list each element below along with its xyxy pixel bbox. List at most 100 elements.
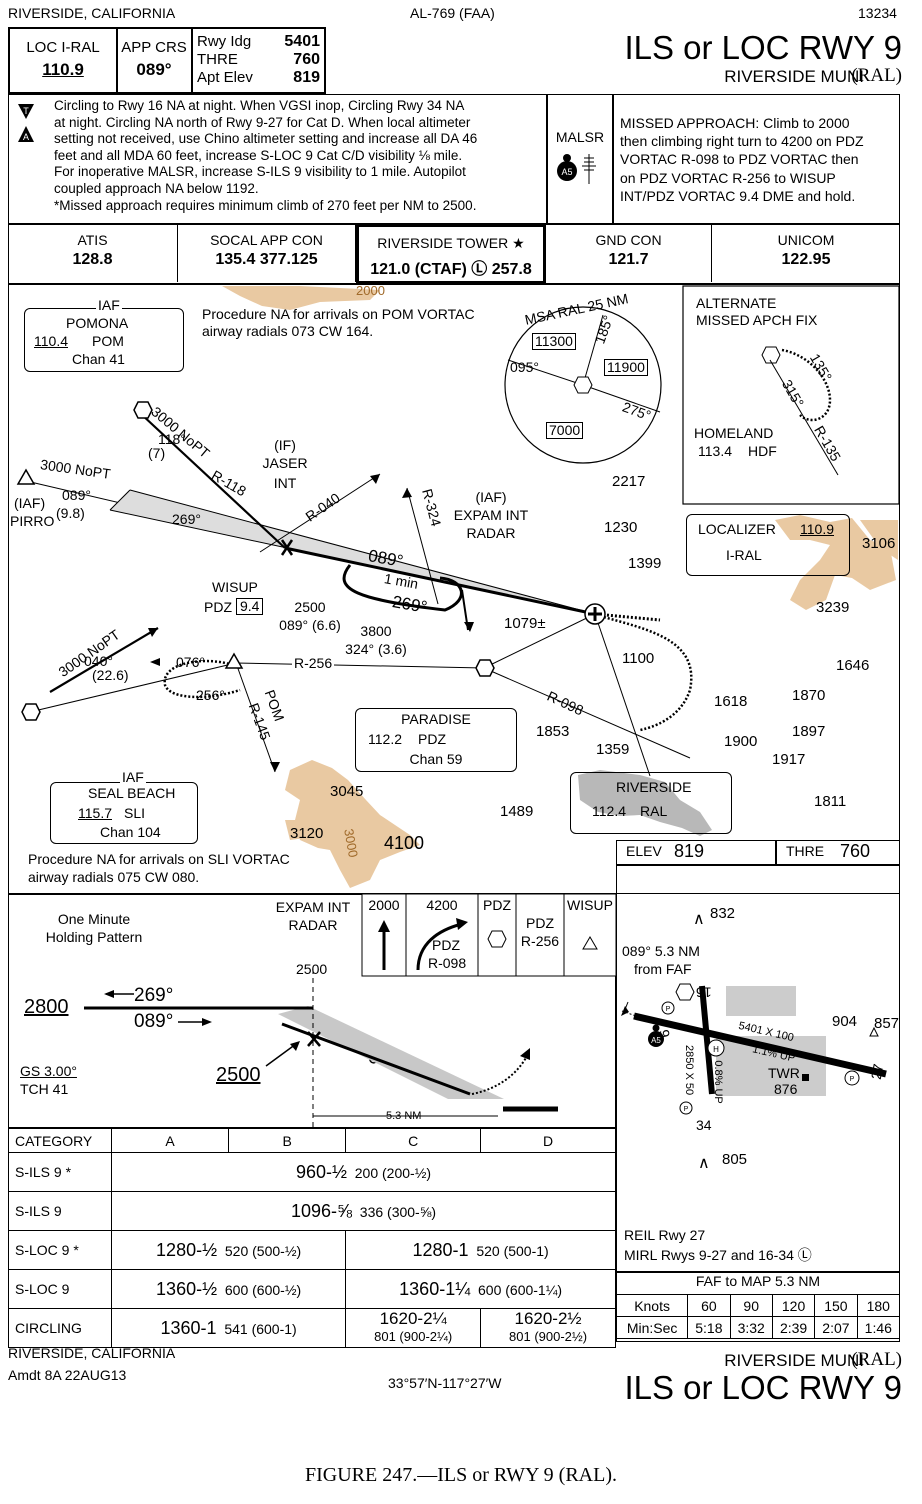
elev-1230: 1230 [604, 519, 638, 536]
elev-2217: 2217 [612, 473, 646, 490]
sli-note-2: airway radials 075 CW 080. [28, 869, 200, 885]
course-076: 076° [176, 654, 205, 670]
icon-wisup: WISUP [567, 897, 613, 913]
diagram-approach-note-1: 089° 5.3 NM [622, 943, 700, 959]
min-header-d: D [480, 1128, 616, 1153]
min-header-b: B [228, 1128, 347, 1153]
diagram-twr: TWR [768, 1065, 800, 1081]
paradise-box [355, 708, 517, 772]
wisup-fix-icon [224, 652, 244, 669]
profile-view [8, 894, 616, 1128]
seal-route-dist: (22.6) [92, 667, 129, 683]
diagram-thre-value: 760 [840, 841, 871, 861]
pomona-id: POM [92, 333, 124, 349]
seal-route-course: 040° [84, 653, 113, 669]
pomona-iaf: IAF [96, 297, 122, 314]
svg-text:∧: ∧ [693, 911, 705, 928]
homeland-id: HDF [748, 443, 777, 459]
diagram-thre-label: THRE [786, 843, 825, 859]
svg-text:A: A [23, 132, 29, 142]
msa-circle [504, 306, 662, 464]
pirro-course: 089° [62, 487, 91, 503]
icon-pdz: PDZ [483, 897, 511, 913]
elev-1359: 1359 [596, 741, 630, 758]
seg3800-course: 324° (3.6) [345, 641, 407, 657]
course-269: 269° [172, 511, 201, 527]
apt-elev-value: 819 [293, 69, 320, 86]
seal-beach-vortac-icon [21, 703, 41, 721]
localizer-label: LOCALIZER [698, 521, 776, 537]
course-256: 256° [196, 687, 225, 703]
svg-text:P: P [666, 1006, 671, 1013]
icon-turn-pdz: PDZ [432, 937, 460, 953]
diagram-elev-value: 819 [674, 841, 705, 861]
footer-title: ILS or LOC RWY 9 [624, 1369, 902, 1406]
notam-triangle-icons: T A [18, 104, 34, 142]
profile-course-089: 089° [134, 1011, 174, 1032]
elev-1100: 1100 [622, 650, 655, 667]
footer-amendment: Amdt 8A 22AUG13 [8, 1367, 127, 1383]
jaser-int: INT [273, 475, 297, 491]
loc-label: LOC I-RAL [26, 39, 100, 56]
min-row-sloc9: S-LOC 9 1360-½ 600 (600-½) 1360-1¼ 600 (… [8, 1269, 616, 1309]
pom-note-1: Procedure NA for arrivals on POM VORTAC [202, 306, 475, 322]
elev-1646: 1646 [836, 657, 870, 674]
diagram-obst-904: 904 [832, 1013, 858, 1030]
expam-iaf: (IAF) [475, 489, 507, 505]
min-header-a: A [110, 1128, 230, 1153]
timing-knots-label: Knots [615, 1294, 689, 1317]
diagram-grad-16-34: 0.8% UP [711, 1060, 724, 1104]
paradise-vortac-icon [475, 659, 495, 677]
elev-3045: 3045 [330, 783, 364, 800]
profile-course-269: 269° [134, 985, 174, 1006]
elev-1079: 1079± [504, 615, 546, 632]
app-crs-label: APP CRS [121, 39, 187, 56]
diagram-twr-elev: 876 [774, 1081, 798, 1097]
pirro-name: PIRRO [10, 513, 55, 529]
paradise-name: PARADISE [401, 711, 471, 727]
footer-location: RIVERSIDE, CALIFORNIA [8, 1345, 176, 1361]
figure-caption: FIGURE 247.—ILS or RWY 9 (RAL). [304, 1464, 618, 1486]
riverside-box [570, 772, 732, 834]
min-header-category: CATEGORY [8, 1128, 112, 1153]
footer-airport-name: RIVERSIDE MUNI [724, 1351, 864, 1370]
diagram-lighting-1: REIL Rwy 27 [624, 1227, 706, 1243]
terrain-shading [222, 286, 898, 888]
pirro-fix-icon [16, 468, 36, 485]
airport-diagram-graphics: A5 H P P P ∧ ∧ [621, 911, 887, 1172]
profile-gs: GS 3.00° [20, 1063, 77, 1079]
msa-sector-s: 7000 [546, 422, 584, 440]
min-header-c: C [345, 1128, 482, 1153]
elev-1489: 1489 [500, 803, 534, 820]
thre-label: THRE [197, 51, 238, 68]
riverside-id: RAL [640, 803, 668, 819]
elev-4100: 4100 [384, 833, 425, 853]
diagram-obst-832: 832 [710, 905, 736, 922]
elev-1897: 1897 [792, 723, 826, 740]
r256-label: R-256 [292, 655, 335, 672]
footer-airport-id: (RAL) [851, 1349, 902, 1370]
comm-tower: RIVERSIDE TOWER ★121.0 (CTAF) Ⓛ 257.8 [356, 224, 546, 284]
procedure-title: ILS or LOC RWY 9 [624, 29, 902, 66]
pomona-freq: 110.4 [34, 333, 68, 349]
contour-2000: 2000 [356, 283, 385, 298]
svg-text:P: P [850, 1076, 855, 1083]
footer-coordinates: 33°57′N-117°27′W [388, 1375, 502, 1391]
apt-elev-label: Apt Elev [197, 69, 253, 86]
profile-expam-2: RADAR [288, 917, 338, 933]
localizer-box [686, 514, 850, 576]
notes-box [8, 94, 900, 224]
seal-freq: 115.7 [78, 805, 112, 821]
pomona-vortac-icon [133, 401, 153, 419]
chart-id: AL-769 (FAA) [410, 5, 495, 21]
icon-turn-4200: 4200 [426, 897, 458, 913]
alternate-title-1: ALTERNATE [696, 295, 777, 311]
profile-tch: TCH 41 [20, 1081, 69, 1097]
pom-route-course: 118° [158, 431, 186, 447]
riverside-name: RIVERSIDE [616, 779, 692, 795]
timing-title: FAF to MAP 5.3 NM [695, 1273, 821, 1289]
wisup-dme: 9.4 [236, 598, 264, 616]
pirro-iaf: (IAF) [14, 495, 46, 511]
app-crs-value: 089° [136, 60, 172, 79]
